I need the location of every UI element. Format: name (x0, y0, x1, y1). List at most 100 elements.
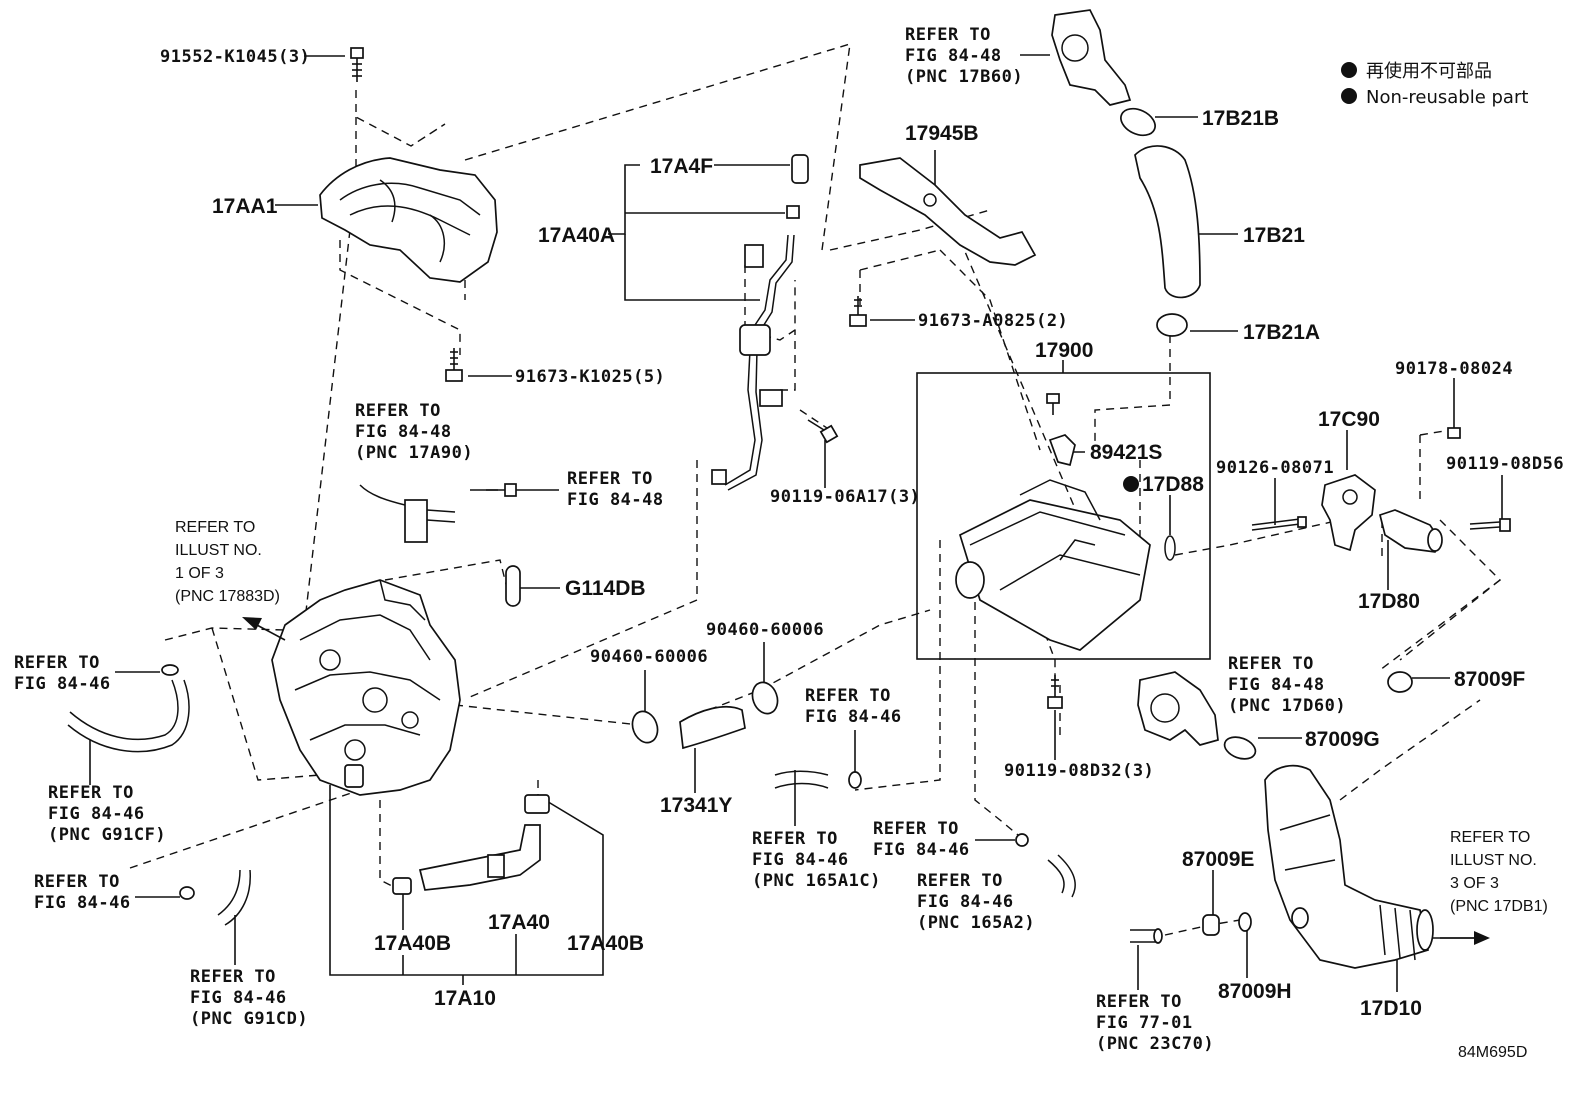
non-reusable-marker-17D88 (1123, 476, 1139, 492)
callout-17D88: 17D88 (1142, 473, 1204, 496)
bolt-91673-k1025 (445, 348, 463, 382)
callout-17C90: 17C90 (1318, 408, 1380, 431)
refer-165A2: REFER TO FIG 84-46 (PNC 165A2) (917, 871, 1035, 933)
hose-17341Y (679, 706, 746, 750)
bracket-89421S (1048, 434, 1076, 467)
clamp-17B21A (1156, 313, 1188, 337)
gasket-17D88 (1164, 535, 1176, 561)
refer-23C70: REFER TO FIG 77-01 (PNC 23C70) (1096, 992, 1214, 1054)
callout-90460-60006-a: 90460-60006 (590, 647, 708, 667)
callout-G114DB: G114DB (565, 577, 646, 600)
drawing-code: 84M695D (1458, 1044, 1527, 1061)
refer-165A1C: REFER TO FIG 84-46 (PNC 165A1C) (752, 829, 881, 891)
refer-8446-lowleft: REFER TO FIG 84-46 (34, 872, 131, 913)
callout-17A40: 17A40 (488, 911, 550, 934)
hose-165A2 (1015, 833, 1076, 898)
refer-17B60: REFER TO FIG 84-48 (PNC 17B60) (905, 25, 1023, 87)
legend-bullet-jp (1341, 62, 1357, 78)
legend-en: Non-reusable part (1366, 87, 1528, 108)
gasket-G114DB (505, 565, 521, 607)
hose-left-G91CD (179, 869, 251, 926)
callout-17900: 17900 (1035, 339, 1093, 362)
heat-shield-17AA1 (319, 157, 498, 283)
sensor-17A4F (786, 154, 809, 219)
clamp-90460-b (751, 681, 779, 715)
refer-8446-left: REFER TO FIG 84-46 (14, 653, 111, 694)
callout-17AA1: 17AA1 (212, 195, 278, 218)
flange-17D60 (1137, 671, 1219, 746)
pipe-17D10 (1264, 764, 1434, 969)
callout-17A40B-left: 17A40B (374, 932, 451, 955)
hose-17A40 (418, 824, 541, 891)
callout-87009H: 87009H (1218, 980, 1292, 1003)
callout-89421S: 89421S (1090, 441, 1162, 464)
callout-90119-08d56: 90119-08D56 (1446, 454, 1564, 474)
refer-17D60: REFER TO FIG 84-48 (PNC 17D60) (1228, 654, 1346, 716)
transaxle-housing (271, 579, 461, 796)
pipe-17A40A (711, 234, 795, 491)
pipe-17D80 (1378, 509, 1443, 553)
clamp-87009G (1223, 736, 1257, 760)
callout-90460-60006-b: 90460-60006 (706, 620, 824, 640)
hose-165A1C (774, 770, 862, 789)
valve-17C90 (1321, 474, 1376, 552)
hose-23C70 (1130, 928, 1163, 944)
refer-8446-mid2: REFER TO FIG 84-46 (873, 819, 970, 860)
bracket-17945B (859, 157, 1037, 266)
callout-87009G: 87009G (1305, 728, 1380, 751)
refer-G91CD: REFER TO FIG 84-46 (PNC G91CD) (190, 967, 308, 1029)
clamp-17A40B-left (392, 877, 412, 895)
clamp-87009H (1238, 912, 1252, 932)
bolt-90119-06a17 (807, 419, 839, 444)
legend-bullet-en (1341, 88, 1357, 104)
callout-17A40B-right: 17A40B (567, 932, 644, 955)
bolt-90119-08d56 (1469, 518, 1511, 532)
callout-17B21B: 17B21B (1202, 107, 1279, 130)
refer-8446-mid: REFER TO FIG 84-46 (805, 686, 902, 727)
legend: 再使用不可部品 Non-reusable part (1341, 61, 1528, 108)
bolt-90119-08d32 (1047, 675, 1063, 709)
callout-17A10: 17A10 (434, 987, 496, 1010)
clamp-17B21B (1120, 107, 1156, 137)
clamp-17A40B-right (524, 794, 550, 814)
bolt-91552 (350, 47, 364, 82)
dashed-connectors (129, 43, 1502, 936)
assembly-box-17900 (916, 372, 1211, 660)
arrow-illust-1 (242, 617, 286, 641)
hose-17B21 (1134, 145, 1201, 299)
part-illustrations (67, 9, 1511, 969)
hose-left-G91CF (67, 664, 190, 753)
callout-90178-08024: 90178-08024 (1395, 359, 1513, 379)
converter-17900 (955, 479, 1151, 651)
sensor-17A90 (359, 484, 456, 543)
legend-jp: 再使用不可部品 (1366, 61, 1492, 82)
refer-G91CF: REFER TO FIG 84-46 (PNC G91CF) (48, 783, 166, 845)
callout-90119-08d32: 90119-08D32(3) (1004, 761, 1154, 781)
callout-91673-a0825: 91673-A0825(2) (918, 311, 1068, 331)
callout-90119-06a17: 90119-06A17(3) (770, 487, 920, 507)
refer-illust-3: REFER TO ILLUST NO. 3 OF 3 (PNC 17DB1) (1450, 829, 1548, 915)
clamp-90460-a (631, 710, 659, 744)
callout-17A4F: 17A4F (650, 155, 713, 178)
callout-17B21A: 17B21A (1243, 321, 1320, 344)
flange-17B60 (1051, 9, 1132, 106)
callout-17A40A: 17A40A (538, 224, 615, 247)
clamp-87009E (1202, 914, 1220, 936)
callout-17341Y: 17341Y (660, 794, 732, 817)
callout-17B21: 17B21 (1243, 224, 1305, 247)
callout-17945B: 17945B (905, 122, 979, 145)
clamp-87009F (1387, 671, 1413, 693)
callout-87009F: 87009F (1454, 668, 1525, 691)
bolt-89421s-top (1046, 393, 1060, 415)
callout-labels: 91552-K1045(3) 17AA1 91673-K1025(5) 17A4… (160, 47, 1564, 1020)
arrow-illust-3 (1440, 931, 1490, 945)
callout-91673-k1025: 91673-K1025(5) (515, 367, 665, 387)
callout-17D80: 17D80 (1358, 590, 1420, 613)
refer-17A90: REFER TO FIG 84-48 (PNC 17A90) (355, 401, 473, 463)
refer-8448: REFER TO FIG 84-48 (567, 469, 664, 510)
bolt-91673-a0825 (849, 296, 867, 327)
refer-notes: REFER TO FIG 84-48 (PNC 17B60) REFER TO … (14, 25, 1548, 1054)
bolt-refer-8448 (486, 483, 517, 497)
bolt-90178-08024 (1447, 427, 1461, 439)
